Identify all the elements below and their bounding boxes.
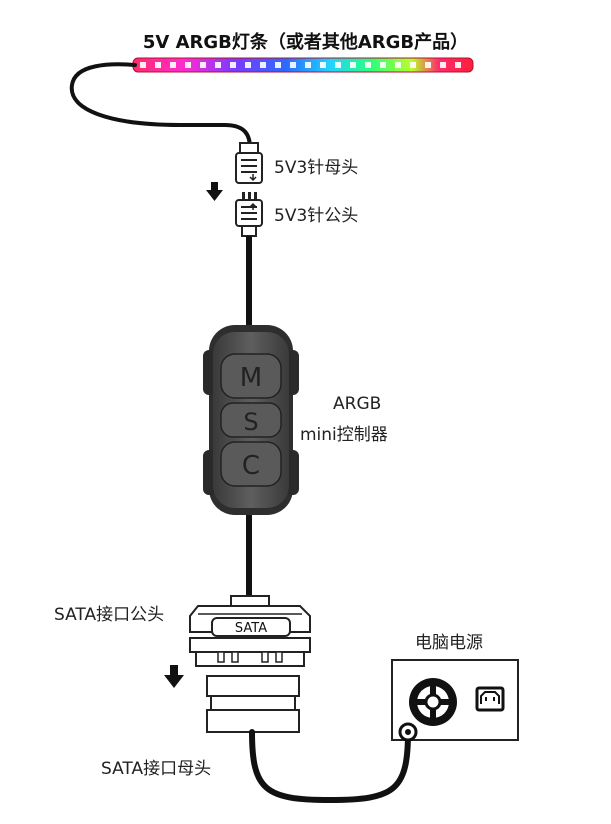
female-3pin-connector bbox=[235, 142, 263, 184]
led-dot bbox=[260, 62, 266, 68]
male-3pin-connector bbox=[235, 192, 263, 237]
label-sata-female: SATA接口母头 bbox=[101, 759, 212, 779]
led-dot bbox=[245, 62, 251, 68]
label-psu: 电脑电源 bbox=[415, 633, 483, 653]
arrow-down-icon bbox=[206, 182, 223, 201]
led-strip bbox=[132, 57, 474, 73]
sata-badge-label: SATA bbox=[235, 621, 267, 636]
controller-button-s-label: S bbox=[243, 408, 258, 436]
diagram-title: 5V ARGB灯条（或者其他ARGB产品） bbox=[142, 32, 469, 53]
led-dot bbox=[425, 62, 431, 68]
controller-button-c-label: C bbox=[242, 451, 260, 481]
led-dot bbox=[290, 62, 296, 68]
led-dot bbox=[200, 62, 206, 68]
led-dot bbox=[455, 62, 461, 68]
led-dot bbox=[170, 62, 176, 68]
power-socket-icon bbox=[475, 686, 505, 712]
led-dot bbox=[305, 62, 311, 68]
led-dot bbox=[335, 62, 341, 68]
label-controller-line1: ARGB bbox=[333, 394, 382, 414]
controller-button-c bbox=[220, 441, 282, 487]
sata-female-connector bbox=[206, 675, 300, 733]
controller-button-m-label: M bbox=[240, 363, 262, 393]
led-dots bbox=[140, 62, 461, 68]
arrow-down-icon bbox=[164, 665, 184, 688]
sata-male-connector: SATA bbox=[189, 595, 311, 667]
led-dot bbox=[350, 62, 356, 68]
controller-button-s bbox=[220, 402, 282, 438]
psu-cable bbox=[249, 729, 411, 804]
strip-cable bbox=[69, 62, 252, 150]
psu-unit bbox=[391, 659, 519, 742]
label-sata-male: SATA接口公头 bbox=[54, 605, 165, 625]
led-dot bbox=[410, 62, 416, 68]
led-dot bbox=[440, 62, 446, 68]
led-dot bbox=[365, 62, 371, 68]
led-dot bbox=[395, 62, 401, 68]
led-dot bbox=[380, 62, 386, 68]
label-female-3pin: 5V3针母头 bbox=[274, 158, 359, 178]
label-male-3pin: 5V3针公头 bbox=[274, 206, 359, 226]
led-dot bbox=[320, 62, 326, 68]
psu-switch-icon bbox=[409, 678, 457, 726]
led-dot bbox=[275, 62, 281, 68]
argb-controller: M S C bbox=[203, 325, 299, 515]
controller-button-m bbox=[220, 353, 282, 399]
led-dot bbox=[185, 62, 191, 68]
label-controller-line2: mini控制器 bbox=[300, 425, 388, 445]
led-dot bbox=[155, 62, 161, 68]
led-dot bbox=[230, 62, 236, 68]
led-dot bbox=[140, 62, 146, 68]
led-dot bbox=[215, 62, 221, 68]
